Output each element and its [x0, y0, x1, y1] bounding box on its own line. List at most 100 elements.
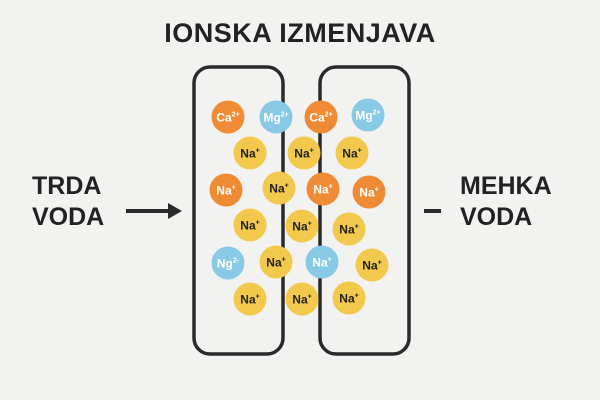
- ion-symbol: Mg: [263, 111, 280, 125]
- ion-circle: [287, 136, 321, 170]
- ion-label: Mg2+: [263, 111, 288, 125]
- ion-symbol: Na: [362, 259, 378, 273]
- ion-ca: Ca2+: [304, 100, 338, 134]
- ion-circle: [335, 136, 369, 170]
- soft-water-label-line-1: MEHKA: [460, 172, 552, 200]
- ion-label: Na+: [240, 293, 259, 307]
- ion-symbol: Ca: [309, 111, 325, 125]
- ion-na: Na+: [332, 281, 366, 315]
- right-resin-column: [318, 65, 411, 356]
- left-resin-column: [192, 65, 285, 356]
- ion-ca: Ca2+: [211, 100, 245, 134]
- ion-symbol: Ca: [216, 111, 232, 125]
- ion-label: Na+: [240, 147, 259, 161]
- ion-circle: [306, 172, 340, 206]
- ion-label: Na+: [362, 259, 381, 273]
- ion-symbol: Na: [339, 292, 355, 306]
- ion-symbol: Na: [240, 147, 256, 161]
- ion-label: Mg2+: [355, 109, 380, 123]
- ion-charge: +: [378, 260, 382, 267]
- ion-label: Na+: [359, 186, 378, 200]
- ion-charge: +: [308, 221, 312, 228]
- ion-charge: 2-: [233, 258, 240, 265]
- ion-charge: +: [310, 148, 314, 155]
- ion-label: Ng2-: [217, 257, 240, 271]
- ion-na: Na+: [285, 282, 319, 316]
- ion-circle: [285, 209, 319, 243]
- ion-charge: 2+: [281, 112, 289, 119]
- ion-na: Na+: [259, 245, 293, 279]
- ion-na: Na+: [262, 171, 296, 205]
- ion-na: Na+: [285, 209, 319, 243]
- ion-label: Na+: [216, 184, 235, 198]
- ion-label: Na+: [292, 220, 311, 234]
- ion-symbol: Na: [342, 147, 358, 161]
- ion-na: Na+: [233, 282, 267, 316]
- ion-charge: 2+: [373, 110, 381, 117]
- ion-circle: [209, 173, 243, 207]
- ion-circle: [285, 282, 319, 316]
- ion-label: Ca2+: [309, 111, 332, 125]
- ion-charge: +: [256, 220, 260, 227]
- ion-na: Na+: [306, 172, 340, 206]
- ion-symbol: Na: [312, 256, 328, 270]
- ion-circle: [352, 175, 386, 209]
- ion-charge: +: [232, 185, 236, 192]
- ion-circle: [351, 98, 385, 132]
- ion-na: Na+: [352, 175, 386, 209]
- ion-symbol: Na: [240, 219, 256, 233]
- ion-charge: +: [256, 294, 260, 301]
- ion-label: Na+: [240, 219, 259, 233]
- ion-label: Na+: [342, 147, 361, 161]
- ion-ng: Ng2-: [211, 246, 245, 280]
- ion-label: Na+: [312, 256, 331, 270]
- ion-symbol: Na: [339, 223, 355, 237]
- soft-water-label: MEHKA VODA: [460, 171, 552, 233]
- ion-label: Na+: [292, 293, 311, 307]
- ion-charge: 2+: [325, 112, 333, 119]
- ion-circle: [262, 171, 296, 205]
- ion-label: Na+: [266, 256, 285, 270]
- ion-mg: Mg2+: [351, 98, 385, 132]
- ion-circle: [305, 245, 339, 279]
- ion-charge: +: [355, 293, 359, 300]
- ion-charge: +: [375, 187, 379, 194]
- ion-circle: [233, 136, 267, 170]
- ion-charge: +: [329, 184, 333, 191]
- ion-charge: +: [328, 257, 332, 264]
- ion-charge: +: [358, 148, 362, 155]
- ions-layer: Ca2+Mg2+Ca2+Mg2+Na+Na+Na+Na+Na+Na+Na+Na+…: [209, 98, 389, 316]
- hard-water-label-line-1: TRDA: [32, 172, 102, 200]
- ion-charge: +: [285, 183, 289, 190]
- ion-symbol: Na: [292, 293, 308, 307]
- ion-symbol: Na: [359, 186, 375, 200]
- ion-symbol: Na: [294, 147, 310, 161]
- diagram-title: IONSKA IZMENJAVA: [164, 18, 436, 48]
- hard-water-label: TRDA VODA: [32, 171, 104, 233]
- ion-circle: [332, 212, 366, 246]
- ion-na: Na+: [335, 136, 369, 170]
- ion-na: Na+: [233, 136, 267, 170]
- ion-circle: [259, 245, 293, 279]
- ion-charge: 2+: [232, 112, 240, 119]
- ion-symbol: Na: [313, 183, 329, 197]
- ion-label: Na+: [339, 223, 358, 237]
- ion-na: Na+: [233, 208, 267, 242]
- ion-circle: [211, 246, 245, 280]
- ion-circle: [304, 100, 338, 134]
- ion-circle: [332, 281, 366, 315]
- ion-na: Na+: [355, 248, 389, 282]
- ion-label: Na+: [269, 182, 288, 196]
- ion-na: Na+: [332, 212, 366, 246]
- ion-charge: +: [355, 224, 359, 231]
- ion-circle: [233, 282, 267, 316]
- ion-na: Na+: [305, 245, 339, 279]
- ion-circle: [233, 208, 267, 242]
- ion-charge: +: [256, 148, 260, 155]
- ion-symbol: Na: [292, 220, 308, 234]
- hard-water-label-line-2: VODA: [32, 203, 105, 231]
- ion-label: Na+: [339, 292, 358, 306]
- ion-circle: [355, 248, 389, 282]
- soft-water-label-line-2: VODA: [460, 203, 533, 231]
